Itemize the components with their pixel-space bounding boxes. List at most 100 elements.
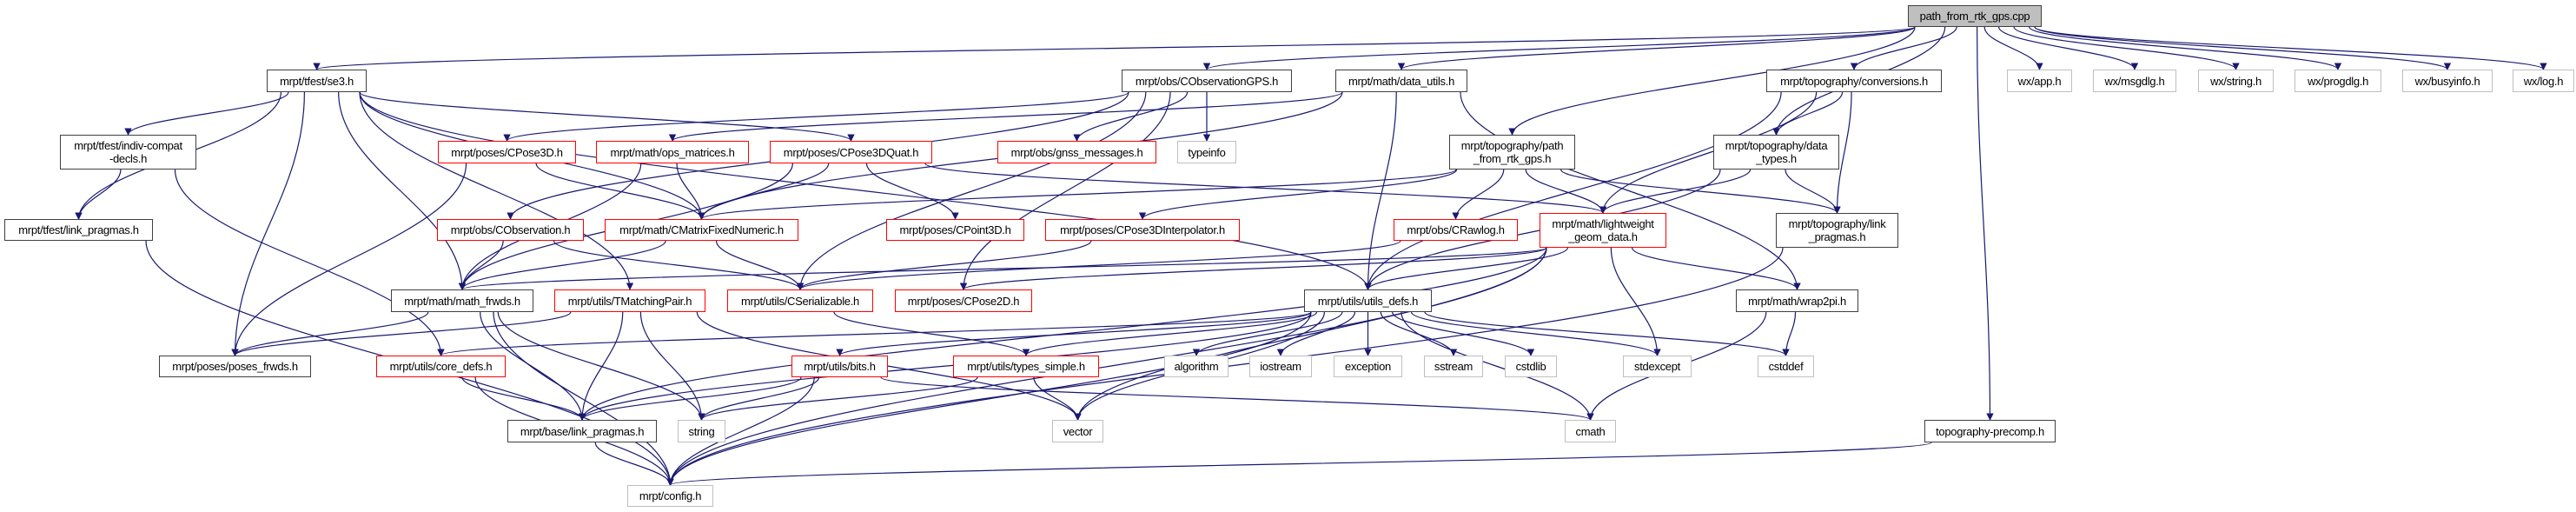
graph-node-bits[interactable]: mrpt/utils/bits.h	[791, 356, 888, 377]
edge-cobs-to-math_frwds	[458, 240, 504, 290]
graph-node-indiv[interactable]: mrpt/tfest/indiv-compat -decls.h	[60, 135, 196, 170]
edge-base_link-to-config	[594, 442, 674, 486]
edge-gps-to-gnss	[1073, 91, 1189, 142]
graph-node-cpp[interactable]: path_from_rtk_gps.cpp	[1908, 5, 2042, 27]
graph-node-utils-defs[interactable]: mrpt/utils/utils_defs.h	[1304, 289, 1432, 312]
graph-node-types-simple[interactable]: mrpt/utils/types_simple.h	[953, 356, 1099, 377]
edge-cpp-to-gps	[1203, 26, 1916, 70]
edge-math_frwds-to-string	[497, 311, 705, 421]
graph-node-data-types[interactable]: mrpt/topography/data _types.h	[1713, 135, 1839, 170]
edge-utils_defs-to-iostream	[1276, 311, 1356, 356]
edge-data_utils-to-ops	[669, 91, 1343, 142]
graph-node-quat[interactable]: mrpt/poses/CPose3DQuat.h	[770, 141, 932, 163]
edge-utils_defs-to-cstdlib	[1392, 311, 1535, 356]
edge-data_types-to-topo_link	[1785, 169, 1841, 214]
edge-bits-to-base_link	[578, 376, 802, 421]
graph-node-cser[interactable]: mrpt/utils/CSerializable.h	[727, 289, 873, 312]
graph-node-cpose2d[interactable]: mrpt/poses/CPose2D.h	[895, 289, 1032, 312]
edge-utils_defs-to-cmath	[1401, 311, 1594, 421]
edge-path_h-to-cmfn	[698, 169, 1457, 220]
edge-se3-to-poses_frwds	[231, 91, 305, 356]
edge-lightweight-to-utils_defs	[1364, 247, 1569, 290]
graph-node-poses-frwds[interactable]: mrpt/poses/poses_frwds.h	[159, 356, 311, 377]
edge-utils_defs-to-config	[666, 311, 1312, 486]
graph-node-wrap2pi[interactable]: mrpt/math/wrap2pi.h	[1736, 289, 1858, 312]
graph-node-algorithm: algorithm	[1164, 356, 1228, 377]
graph-node-precomp[interactable]: topography-precomp.h	[1924, 420, 2056, 442]
edge-bits-to-string	[698, 376, 820, 421]
edge-lightweight-to-math_frwds	[459, 247, 1547, 290]
graph-node-interp[interactable]: mrpt/poses/CPose3DInterpolator.h	[1045, 219, 1240, 241]
graph-node-vector: vector	[1052, 420, 1103, 442]
graph-node-wxlog: wx/log.h	[2513, 70, 2574, 92]
edge-tmatch-to-string	[639, 311, 705, 421]
edge-math_frwds-to-poses_frwds	[231, 311, 429, 356]
graph-node-math-frwds[interactable]: mrpt/math/math_frwds.h	[391, 289, 533, 312]
edge-lightweight-to-stdexcept	[1610, 247, 1661, 356]
graph-node-lightweight[interactable]: mrpt/math/lightweight _geom_data.h	[1540, 213, 1666, 248]
edge-rawlog-to-cser	[797, 240, 1401, 290]
graph-node-iostream: iostream	[1249, 356, 1312, 377]
edge-tmatch-to-poses_frwds	[231, 311, 572, 356]
graph-node-rawlog[interactable]: mrpt/obs/CRawlog.h	[1394, 219, 1518, 241]
edge-cpp-to-data_utils	[1398, 26, 1916, 70]
edge-cpp-to-se3	[314, 26, 1916, 70]
graph-node-core-defs[interactable]: mrpt/utils/core_defs.h	[376, 356, 506, 377]
edge-cpp-to-precomp	[1977, 26, 1994, 421]
graph-node-wxstring: wx/string.h	[2198, 70, 2274, 92]
edge-conversions-to-utils_defs	[1364, 91, 1782, 290]
edge-cobs-to-cser	[553, 240, 805, 290]
edge-utils_defs-to-core_defs	[437, 311, 1312, 356]
edge-gps-to-cser	[796, 91, 1147, 290]
graph-node-wxprogdlg: wx/progdlg.h	[2295, 70, 2381, 92]
edge-cpose3d-to-cmfn	[535, 163, 705, 220]
edge-interp-to-cser	[796, 240, 1092, 290]
graph-node-topo-link[interactable]: mrpt/topography/link _pragmas.h	[1776, 213, 1898, 248]
edge-cpp-to-conversions	[1850, 26, 1957, 70]
graph-node-se3[interactable]: mrpt/tfest/se3.h	[267, 70, 367, 92]
graph-node-cmath: cmath	[1565, 420, 1616, 442]
edge-cser-to-types_simple	[833, 311, 1030, 356]
edge-lightweight-to-cpose2d	[960, 247, 1547, 290]
edge-types_simple-to-vector	[1033, 376, 1082, 421]
graph-node-gps[interactable]: mrpt/obs/CObservationGPS.h	[1122, 70, 1292, 92]
edge-path_h-to-rawlog	[1452, 169, 1505, 220]
graph-node-path-h[interactable]: mrpt/topography/path _from_rtk_gps.h	[1449, 135, 1575, 170]
graph-node-tmatch[interactable]: mrpt/utils/TMatchingPair.h	[554, 289, 705, 312]
graph-node-cobs[interactable]: mrpt/obs/CObservation.h	[437, 219, 584, 241]
edge-utils_defs-to-stdexcept	[1410, 311, 1661, 356]
edge-cpp-to-wxbusyinfo	[2034, 26, 2452, 70]
edge-types_simple-to-string	[698, 376, 978, 421]
graph-node-cpose3d[interactable]: mrpt/poses/CPose3D.h	[438, 141, 576, 163]
graph-node-conversions[interactable]: mrpt/topography/conversions.h	[1766, 70, 1942, 92]
edge-data_types-to-lightweight	[1599, 169, 1752, 214]
edge-utils_defs-to-algorithm	[1192, 311, 1343, 356]
edge-bits-to-config	[666, 376, 815, 486]
graph-node-ops[interactable]: mrpt/math/ops_matrices.h	[596, 141, 749, 163]
graph-node-tfest-link[interactable]: mrpt/tfest/link_pragmas.h	[4, 219, 153, 241]
graph-node-cstdlib: cstdlib	[1505, 356, 1557, 377]
edge-cpp-to-wxapp	[1983, 26, 2043, 70]
edge-se3-to-utils_defs	[359, 91, 1372, 290]
edge-se3-to-quat	[359, 91, 855, 142]
graph-node-cpoint3d[interactable]: mrpt/poses/CPoint3D.h	[886, 219, 1024, 241]
graph-node-data-utils[interactable]: mrpt/math/data_utils.h	[1335, 70, 1467, 92]
graph-node-wxbusyinfo: wx/busyinfo.h	[2402, 70, 2493, 92]
edge-se3-to-tmatch	[359, 91, 634, 290]
edge-utils_defs-to-cstddef	[1424, 311, 1790, 356]
graph-node-base-link[interactable]: mrpt/base/link_pragmas.h	[507, 420, 657, 442]
edge-se3-to-math_frwds	[338, 91, 467, 290]
graph-node-wxmsgdlg: wx/msgdlg.h	[2093, 70, 2176, 92]
edge-cpp-to-wxlog	[2034, 26, 2547, 70]
graph-node-gnss[interactable]: mrpt/obs/gnss_messages.h	[997, 141, 1156, 163]
edge-wrap2pi-to-cstddef	[1782, 311, 1797, 356]
edge-quat-to-lightweight	[924, 163, 1606, 214]
graph-node-cmfn[interactable]: mrpt/math/CMatrixFixedNumeric.h	[605, 219, 798, 241]
edge-quat-to-cmfn	[698, 163, 830, 220]
edge-lightweight-to-base_link	[578, 247, 1547, 421]
edge-cpose3d-to-poses_frwds	[231, 163, 467, 356]
edge-bits-to-cmath	[880, 376, 1594, 421]
graph-node-typeinfo: typeinfo	[1177, 141, 1236, 163]
edge-path_h-to-topo_link	[1560, 169, 1841, 214]
edge-core_defs-to-base_link	[461, 376, 586, 421]
